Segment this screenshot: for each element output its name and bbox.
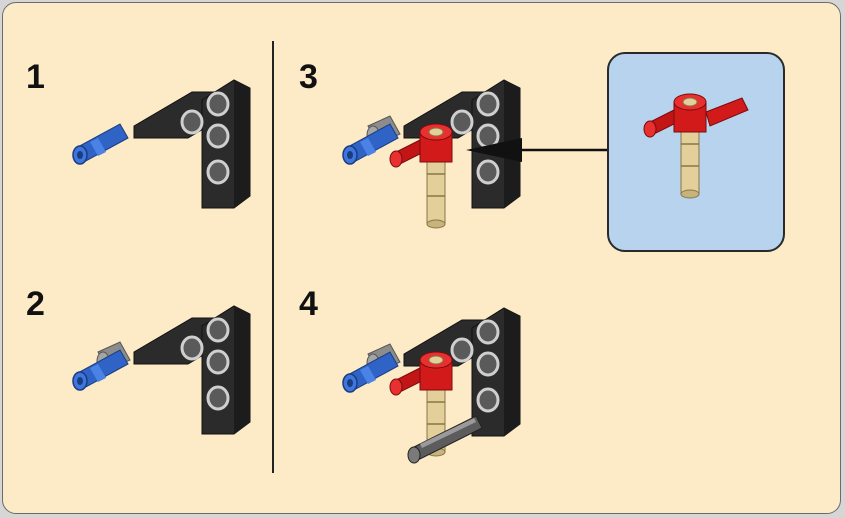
callout-sub-assembly <box>643 93 749 199</box>
arrow-icon <box>466 138 607 162</box>
step-4-assembly <box>342 306 522 464</box>
column-divider <box>272 41 274 473</box>
blue-pin-icon <box>72 123 129 165</box>
red-connector-icon <box>389 123 453 229</box>
step-number-2: 2 <box>26 285 45 323</box>
gray-axle-icon <box>407 415 483 464</box>
step-number-3: 3 <box>299 58 318 96</box>
step-1-assembly <box>72 78 252 210</box>
step-number-1: 1 <box>26 58 45 96</box>
step-2-assembly <box>72 304 252 436</box>
lego-beam-icon <box>132 78 252 210</box>
step-number-4: 4 <box>299 285 318 323</box>
red-connector-icon <box>643 93 707 199</box>
lego-beam-icon <box>132 304 252 436</box>
